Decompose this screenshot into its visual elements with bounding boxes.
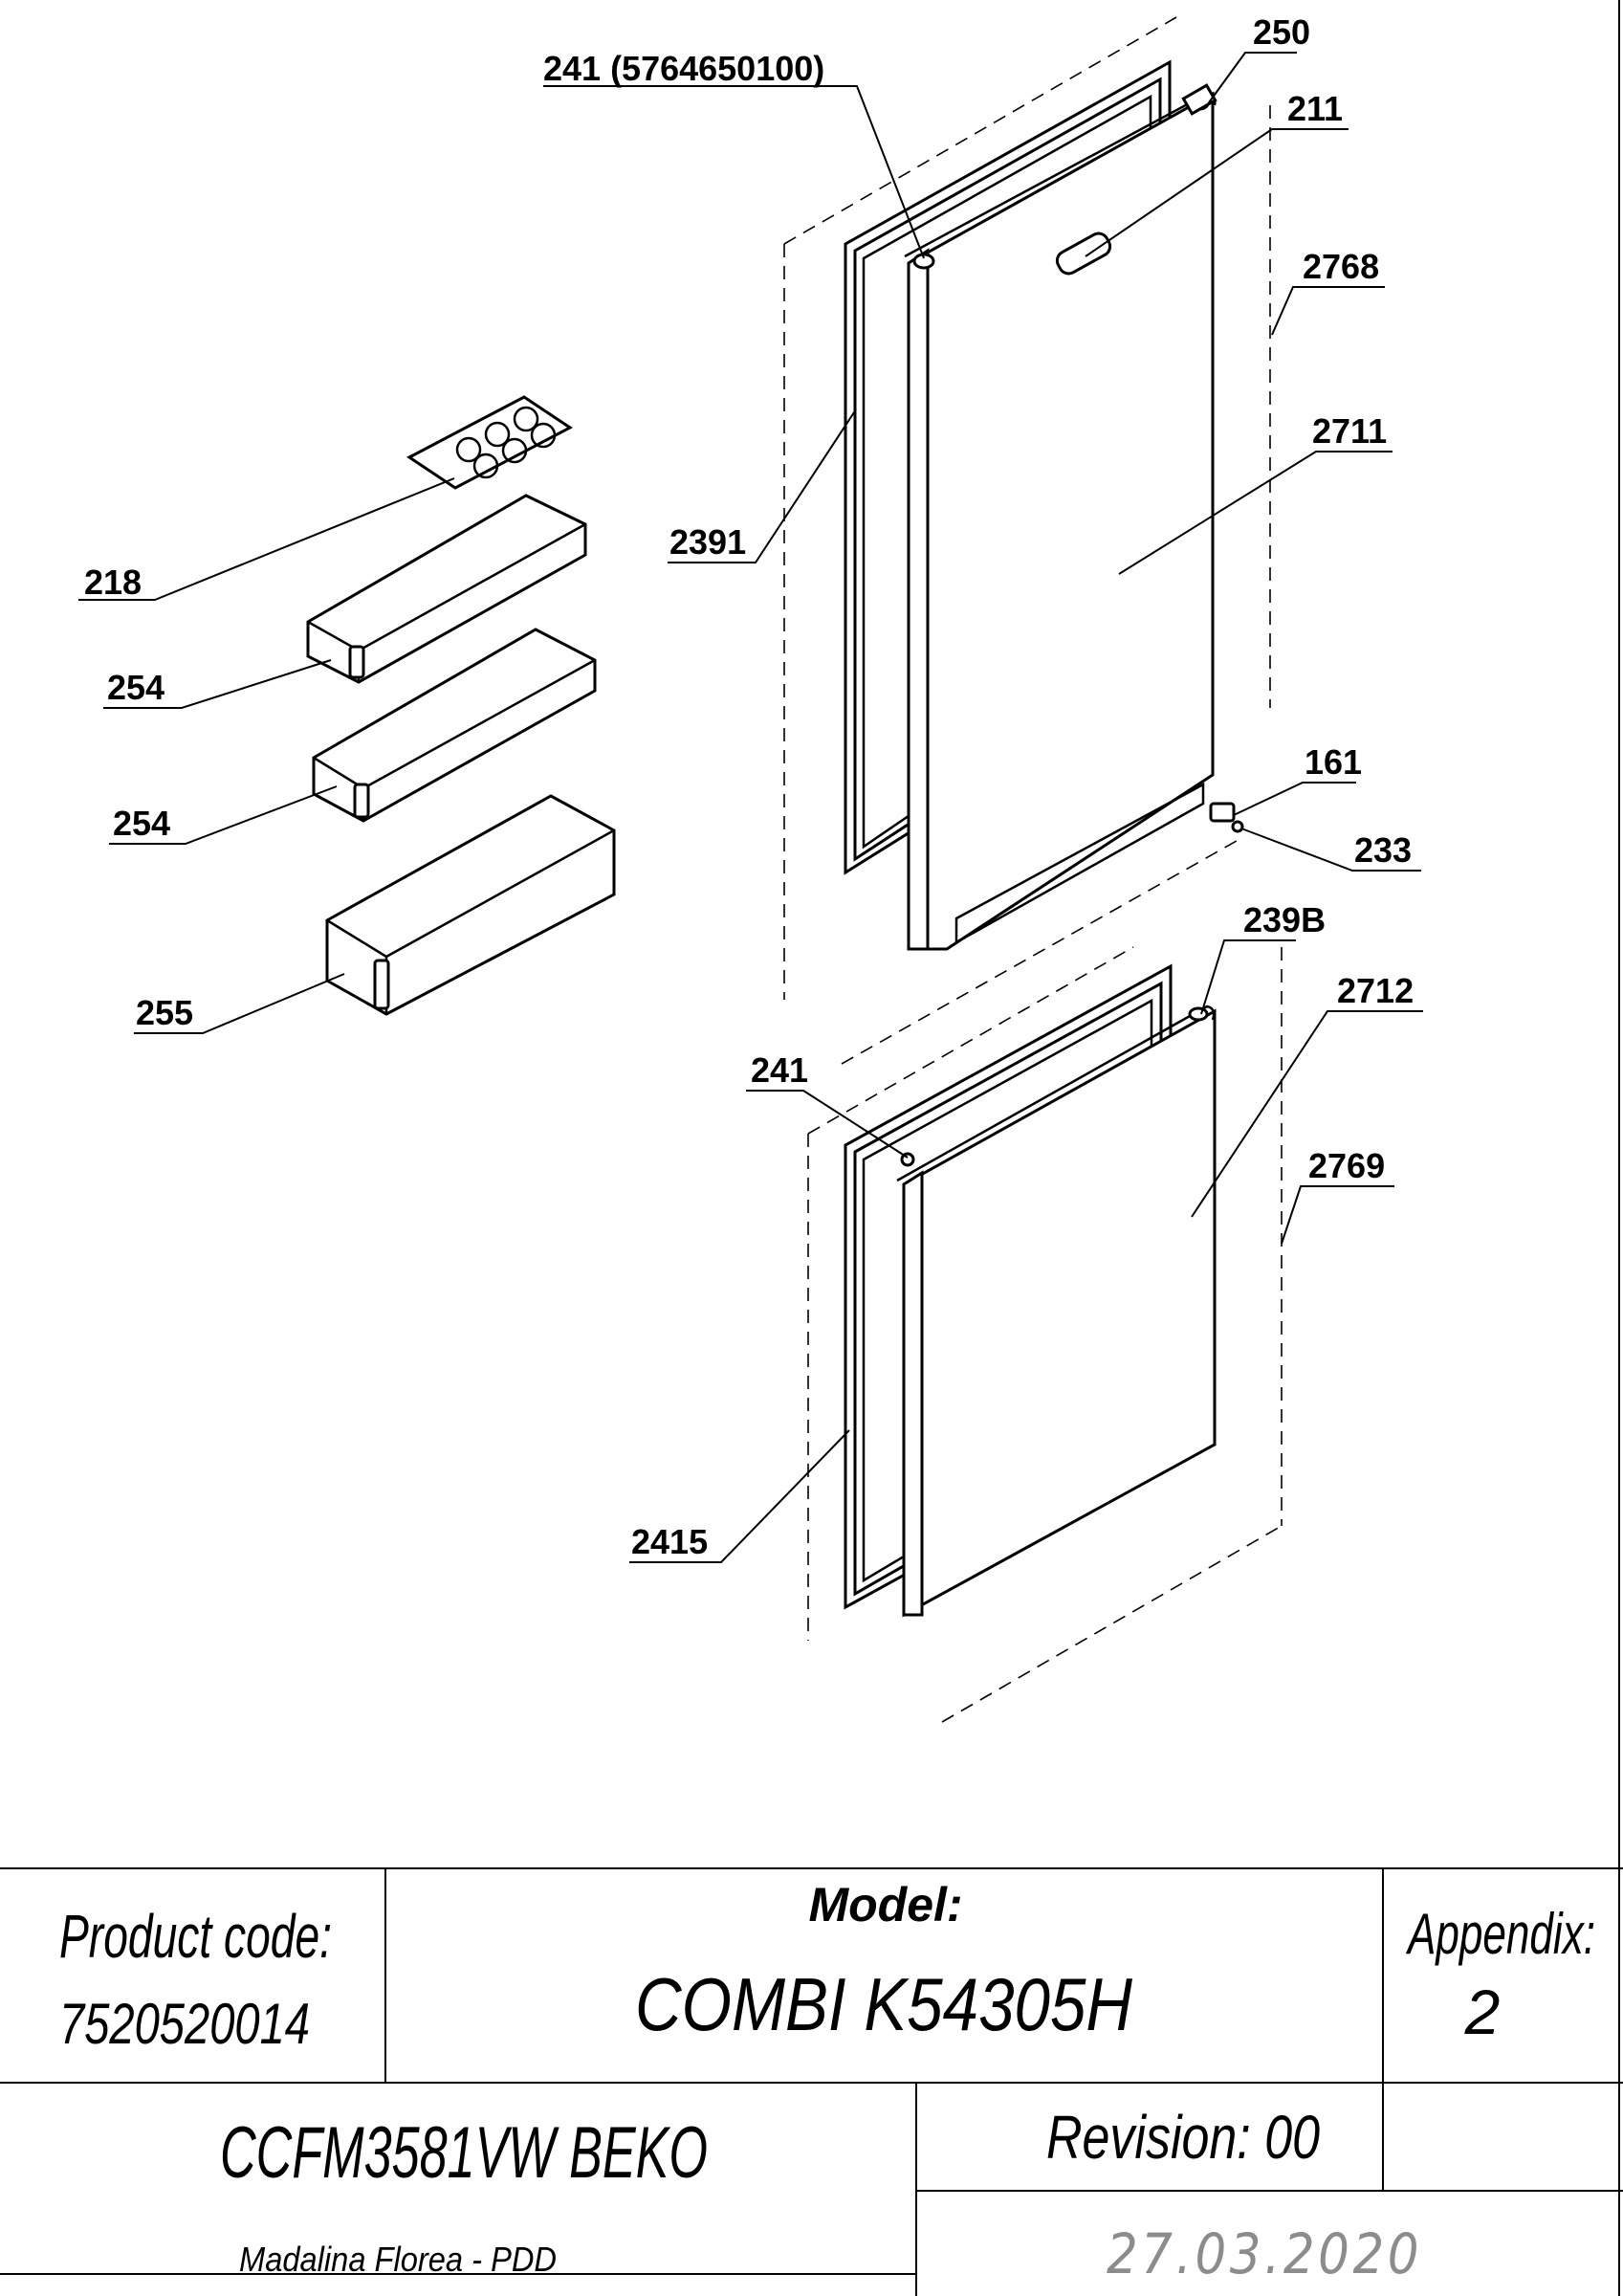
callout-250: 250 xyxy=(1253,12,1310,52)
callout-241-bottom: 241 xyxy=(751,1050,808,1090)
product-code-value: 7520520014 xyxy=(59,1992,310,2056)
appendix-label: Appendix: xyxy=(1406,1902,1595,1966)
callout-2391: 2391 xyxy=(669,522,746,562)
door-shelf-254-upper xyxy=(306,494,587,684)
issue-date: 27.03.2020 xyxy=(1107,2221,1422,2286)
callout-218: 218 xyxy=(84,563,142,602)
callout-254-lower: 254 xyxy=(113,804,170,843)
callout-2711: 2711 xyxy=(1312,411,1387,451)
callout-161: 161 xyxy=(1305,742,1362,782)
callout-2769: 2769 xyxy=(1308,1146,1385,1185)
revision-text: Revision: 00 xyxy=(1046,2103,1320,2172)
author-name: Madalina Florea - PDD xyxy=(239,2240,557,2279)
callout-254-upper: 254 xyxy=(107,668,164,707)
appendix-value: 2 xyxy=(1464,1976,1501,2047)
hinge-239b-icon xyxy=(1188,1006,1209,1022)
callout-211: 211 xyxy=(1287,89,1343,128)
product-code-label: Product code: xyxy=(59,1902,332,1971)
title-block: Product code: 7520520014 Model: COMBI K5… xyxy=(0,1867,1623,2296)
callout-2768: 2768 xyxy=(1303,247,1379,286)
callout-233: 233 xyxy=(1354,830,1412,870)
callout-labels: 250 241 (5764650100) 211 2768 2711 2391 … xyxy=(84,12,1414,1561)
door-shelf-254-lower xyxy=(312,628,597,823)
callout-239b: 239B xyxy=(1243,900,1326,939)
callout-2712: 2712 xyxy=(1337,971,1414,1010)
lower-door xyxy=(896,1004,1217,1618)
hinge-pin-parts xyxy=(1209,802,1244,833)
leader-lines xyxy=(78,52,1423,1563)
assembly-dashed-lines xyxy=(783,16,1283,1723)
callout-2415: 2415 xyxy=(631,1522,708,1561)
hinge-bushing-241-icon xyxy=(912,253,935,270)
callout-255: 255 xyxy=(136,993,193,1032)
egg-tray xyxy=(406,395,573,490)
upper-door xyxy=(904,83,1217,951)
product-name: CCFM3581VW BEKO xyxy=(220,2112,708,2194)
model-label: Model: xyxy=(808,1878,962,1932)
door-shelf-255 xyxy=(325,794,616,1016)
model-value: COMBI K54305H xyxy=(635,1962,1133,2046)
callout-241-top: 241 (5764650100) xyxy=(543,49,824,88)
